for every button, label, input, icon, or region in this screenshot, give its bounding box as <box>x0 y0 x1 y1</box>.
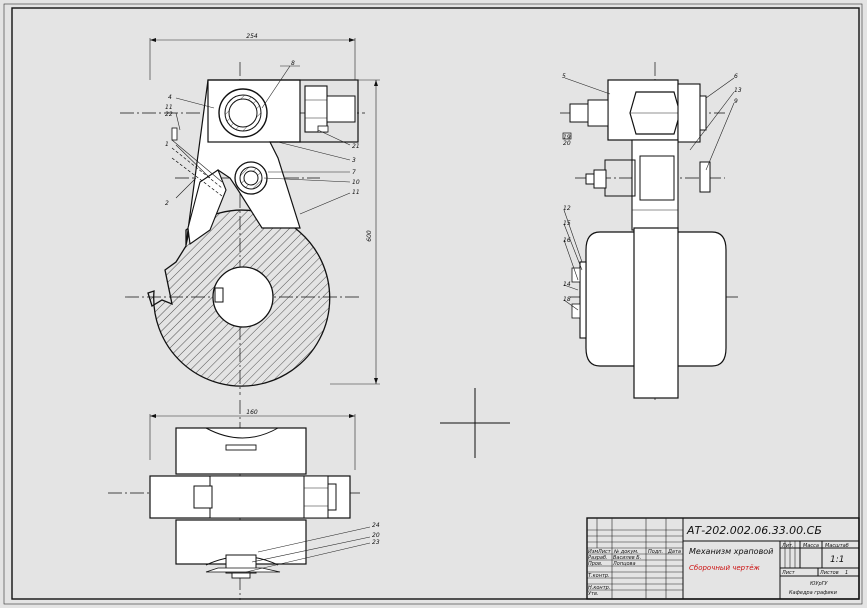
tb-hdr-doc: № докум. <box>613 549 639 555</box>
callout-5: 5 <box>562 73 566 80</box>
callout-9: 9 <box>734 98 738 105</box>
tb-role-approve: Утв. <box>588 591 599 597</box>
callout-4: 4 <box>168 94 172 101</box>
dim-bottom-width: 160 <box>246 409 258 416</box>
hub-bore <box>212 266 274 328</box>
tb-hdr-sign: Подп. <box>648 549 663 555</box>
callout-23: 23 <box>372 539 380 546</box>
plan-view: 160 24 20 23 <box>108 400 380 600</box>
front-view: 254 600 8 4 11 22 1 2 21 3 7 10 11 <box>120 33 380 395</box>
tb-role-ncontrol: Н.контр. <box>588 585 610 591</box>
outer-border <box>3 3 863 605</box>
callout-2: 2 <box>165 200 169 207</box>
tb-name: Механизм храповой <box>689 547 773 556</box>
tb-col-sheets: Листов <box>819 570 839 576</box>
tb-col-lit: Лит. <box>781 543 794 549</box>
tb-sheets-count: 1 <box>845 570 848 576</box>
callout-1: 1 <box>165 141 169 148</box>
tb-hdr-sheet: Лист <box>597 549 612 555</box>
tb-department: Кафедра графики <box>789 590 838 596</box>
callout-3: 3 <box>352 157 356 164</box>
callout-20b: 20 <box>372 532 380 539</box>
tb-doc-type: Сборочный чертёж <box>689 564 760 572</box>
callout-16: 16 <box>563 237 571 244</box>
callout-20: 20 <box>563 140 571 147</box>
tb-hdr-change: Изм <box>588 549 598 555</box>
callout-11: 11 <box>165 104 173 111</box>
tb-scale: 1:1 <box>830 555 844 565</box>
callout-14: 14 <box>563 281 571 288</box>
callout-10: 10 <box>352 179 360 186</box>
callout-8: 8 <box>291 60 295 67</box>
tb-university: ЮУрГУ <box>810 581 828 587</box>
callout-11b: 11 <box>352 189 360 196</box>
tb-hdr-date: Дата <box>667 549 681 555</box>
callout-24: 24 <box>372 522 380 529</box>
side-hub <box>633 227 679 399</box>
tb-role-check: Пров. <box>588 561 603 567</box>
callout-22: 22 <box>165 111 173 118</box>
frame-border <box>11 7 860 600</box>
dim-top-width: 254 <box>246 33 258 40</box>
tb-role-dev: Разраб. <box>588 555 608 561</box>
callout-13: 13 <box>734 87 742 94</box>
callout-21: 21 <box>352 143 360 150</box>
pawl <box>187 169 227 245</box>
callout-18: 18 <box>563 296 571 303</box>
callout-15: 15 <box>563 220 571 227</box>
title-block: Изм Лист № докум. Подп. Дата Разраб. Вас… <box>586 517 860 600</box>
tb-name-check: Лопцова <box>612 561 636 567</box>
tb-col-scale: Масштаб <box>825 543 849 549</box>
callout-6: 6 <box>734 73 738 80</box>
tb-col-mass: Масса <box>803 543 819 549</box>
tb-name-dev: Василев Б. <box>613 555 641 561</box>
side-view: 5 6 13 9 19 20 12 15 16 14 18 <box>560 62 742 400</box>
plan-lever-top <box>175 427 307 475</box>
tb-col-sheet: Лист <box>781 570 796 576</box>
main-pin-outer <box>218 88 268 138</box>
callout-19: 19 <box>563 134 571 141</box>
callout-12: 12 <box>563 205 571 212</box>
dim-height: 600 <box>366 230 373 242</box>
tb-role-tcontrol: Т.контр. <box>588 573 610 579</box>
center-cross <box>440 388 510 458</box>
tb-designation: АТ-202.002.06.33.00.СБ <box>686 524 822 537</box>
keyway <box>214 287 224 303</box>
bolt-head-front <box>304 85 328 133</box>
callout-7: 7 <box>352 169 356 176</box>
